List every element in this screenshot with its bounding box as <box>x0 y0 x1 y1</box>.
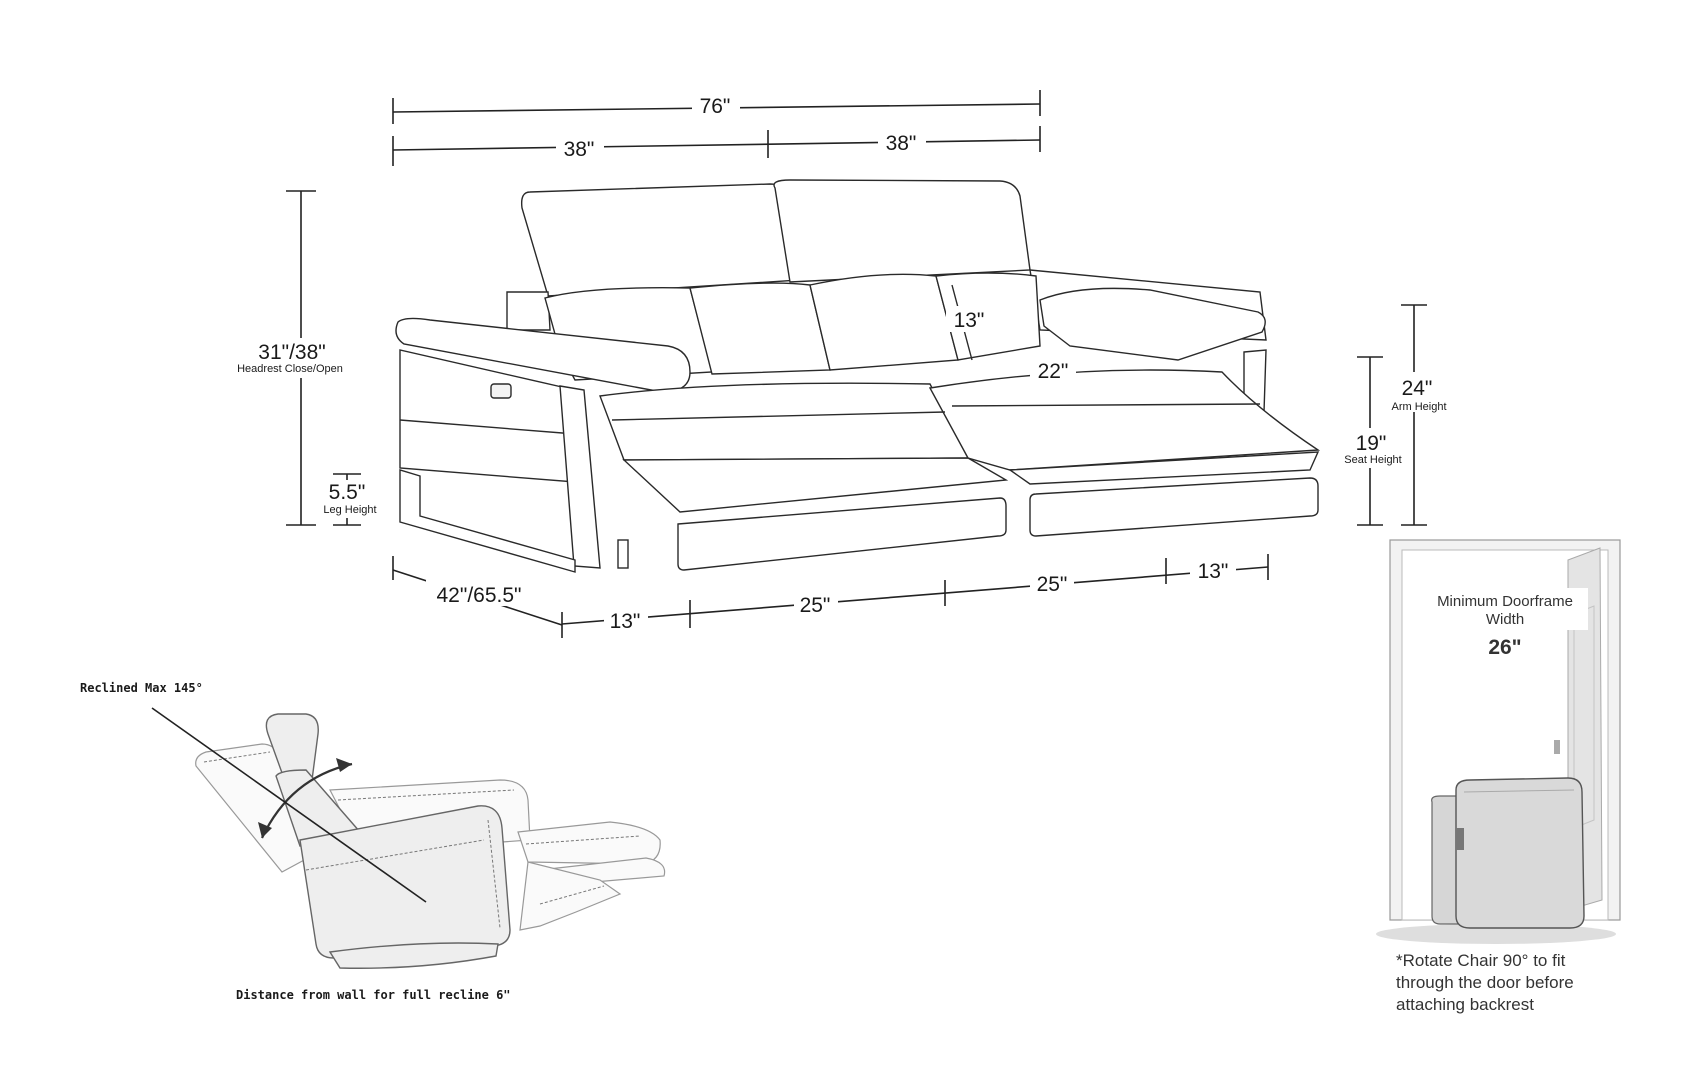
leg-height-caption: Leg Height <box>323 504 376 516</box>
back-height-label: 13" <box>954 309 985 332</box>
seat-height-label: 19" <box>1356 432 1387 455</box>
arm-height-label: 24" <box>1402 377 1433 400</box>
doorframe-note-line1: *Rotate Chair 90° to fit <box>1396 951 1566 970</box>
seat-height-caption: Seat Height <box>1344 454 1401 466</box>
bottom-arm-right-label: 13" <box>1198 560 1229 583</box>
arm-height-caption: Arm Height <box>1391 401 1446 413</box>
bottom-seat-right-label: 25" <box>1037 573 1068 596</box>
leg-height-label: 5.5" <box>329 481 366 504</box>
depth-label: 42"/65.5" <box>437 584 522 607</box>
overall-width-label: 76" <box>700 95 731 118</box>
half-width-right-label: 38" <box>886 132 917 155</box>
recliner-illustration <box>151 707 666 969</box>
bottom-seat-left-label: 25" <box>800 594 831 617</box>
doorframe-note-line2: through the door before <box>1396 973 1574 992</box>
seat-depth-label: 22" <box>1038 360 1069 383</box>
doorframe-title-line2: Width <box>1486 611 1524 628</box>
doorframe-note-line3: attaching backrest <box>1396 995 1534 1014</box>
right-height-lines <box>1357 304 1427 526</box>
sofa-drawing <box>395 179 1321 573</box>
reclined-max-label: Reclined Max 145° <box>80 681 203 695</box>
half-width-left-label: 38" <box>564 138 595 161</box>
total-height-label: 31"/38" <box>258 341 325 364</box>
doorframe-title-line1: Minimum Doorframe <box>1437 593 1573 610</box>
doorframe-width-value: 26" <box>1488 636 1521 659</box>
wall-distance-label: Distance from wall for full recline 6" <box>236 988 511 1002</box>
bottom-arm-left-label: 13" <box>610 610 641 633</box>
total-height-caption: Headrest Close/Open <box>237 363 343 375</box>
